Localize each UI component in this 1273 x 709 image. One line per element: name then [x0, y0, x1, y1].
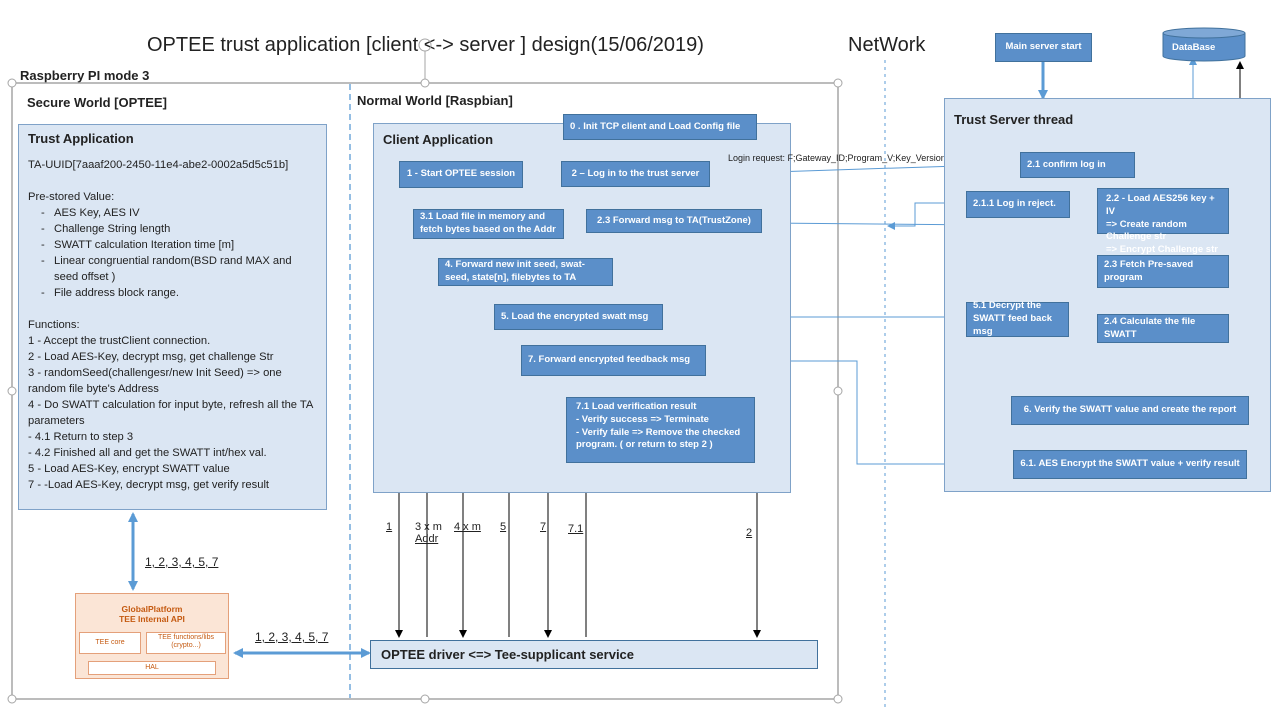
arrow-label-1: 1: [386, 521, 393, 533]
prestored-header: Pre-stored Value:: [28, 191, 115, 203]
server-step-2-1-1: 2.1.1 Log in reject.: [966, 191, 1070, 218]
trust-application-panel: Trust Application TA-UUID[7aaaf200-2450-…: [18, 124, 327, 510]
main-server-start: Main server start: [995, 33, 1092, 62]
network-label: NetWork: [848, 34, 926, 56]
client-step-2-3: 2.3 Forward msg to TA(TrustZone): [586, 209, 762, 233]
tee-internal-api-block: GlobalPlatform TEE Internal API TEE core…: [75, 593, 229, 679]
server-step-2-3: 2.3 Fetch Pre-saved program: [1097, 255, 1229, 288]
prestored-item: Challenge String length: [54, 221, 317, 237]
client-step-7-1: 7.1 Load verification result - Verify su…: [566, 397, 755, 463]
step-2-2-line: => Create random Challenge str: [1106, 218, 1187, 243]
optee-driver-bar: OPTEE driver <=> Tee-supplicant service: [370, 640, 818, 669]
prestored-item: Linear congruential random(BSD rand MAX …: [54, 253, 317, 285]
function-item: 7 - -Load AES-Key, decrypt msg, get veri…: [28, 479, 270, 491]
client-step-1: 1 - Start OPTEE session: [399, 161, 523, 188]
arrow-label-3-line: 3 x m: [415, 521, 442, 533]
ta-uuid: TA-UUID[7aaaf200-2450-11e4-abe2-0002a5d5…: [28, 159, 289, 171]
tee-hal: HAL: [88, 661, 216, 675]
arrow-label-7: 7: [540, 521, 547, 533]
page-title: OPTEE trust application [client <-> serv…: [147, 34, 704, 56]
client-step-2: 2 – Log in to the trust server: [561, 161, 710, 187]
trust-server-title: Trust Server thread: [954, 112, 1074, 127]
function-item: 5 - Load AES-Key, encrypt SWATT value: [28, 463, 230, 475]
prestored-item: SWATT calculation Iteration time [m]: [54, 237, 317, 253]
client-step-3-1: 3.1 Load file in memory and fetch bytes …: [413, 209, 564, 239]
client-step-5: 5. Load the encrypted swatt msg: [494, 304, 663, 330]
arrow-label-tee-driver: 1, 2, 3, 4, 5, 7: [255, 630, 329, 644]
function-item: 1 - Accept the trustClient connection.: [28, 335, 211, 347]
arrow-label-2: 2: [746, 527, 753, 539]
tee-header-1: GlobalPlatform: [121, 604, 183, 614]
client-application-title: Client Application: [383, 132, 494, 147]
server-step-6: 6. Verify the SWATT value and create the…: [1011, 396, 1249, 425]
secure-world-label: Secure World [OPTEE]: [27, 95, 167, 110]
normal-world-label: Normal World [Raspbian]: [357, 93, 513, 108]
rpi-label: Raspberry PI mode 3: [20, 68, 150, 83]
function-item: 3 - randomSeed(challengesr/new Init Seed…: [28, 367, 282, 395]
arrow-label-3-line: Addr: [415, 533, 439, 545]
server-step-2-1: 2.1 confirm log in: [1020, 152, 1135, 178]
prestored-item: AES Key, AES IV: [54, 205, 317, 221]
step-7-1-line: - Verify faile => Remove the checked pro…: [576, 426, 741, 451]
function-item: 4 - Do SWATT calculation for input byte,…: [28, 399, 313, 427]
arrow-label-5: 5: [500, 521, 507, 533]
server-step-2-4: 2.4 Calculate the file SWATT: [1097, 314, 1229, 343]
client-step-0: 0 . Init TCP client and Load Config file: [563, 114, 757, 140]
tee-functions: TEE functions/libs (crypto...): [146, 632, 226, 654]
tee-header-2: TEE Internal API: [119, 614, 185, 624]
step-2-2-line: 2.2 - Load AES256 key + IV: [1106, 193, 1215, 217]
login-request-label: Login request: F;Gateway_ID;Program_V;Ke…: [728, 153, 975, 163]
server-step-2-2: 2.2 - Load AES256 key + IV => Create ran…: [1097, 188, 1229, 255]
client-step-4: 4. Forward new init seed, swat-seed, sta…: [438, 258, 613, 286]
server-step-5-1: 5.1 Decrypt the SWATT feed back msg: [966, 300, 1069, 337]
step-2-2-line: => Encrypt Challenge str: [1106, 244, 1218, 256]
database-icon: [1162, 27, 1246, 62]
function-item: - 4.1 Return to step 3: [28, 431, 134, 443]
trust-application-title: Trust Application: [28, 131, 134, 146]
arrow-label-ta-tee: 1, 2, 3, 4, 5, 7: [145, 555, 219, 569]
prestored-item: File address block range.: [54, 285, 317, 301]
function-item: 2 - Load AES-Key, decrypt msg, get chall…: [28, 351, 274, 363]
arrow-label-3: 3 x m Addr: [415, 521, 442, 545]
step-7-1-line: 7.1 Load verification result: [576, 401, 697, 412]
step-7-1-line: - Verify success => Terminate: [576, 413, 709, 425]
tee-core: TEE core: [79, 632, 141, 654]
database-label: DataBase: [1172, 42, 1216, 53]
functions-header: Functions:: [28, 319, 80, 331]
arrow-label-7-1: 7.1: [568, 523, 584, 535]
client-step-7: 7. Forward encrypted feedback msg: [521, 345, 706, 376]
arrow-label-4: 4 x m: [454, 521, 481, 533]
server-step-6-1: 6.1. AES Encrypt the SWATT value + verif…: [1013, 450, 1247, 479]
function-item: - 4.2 Finished all and get the SWATT int…: [28, 447, 267, 459]
